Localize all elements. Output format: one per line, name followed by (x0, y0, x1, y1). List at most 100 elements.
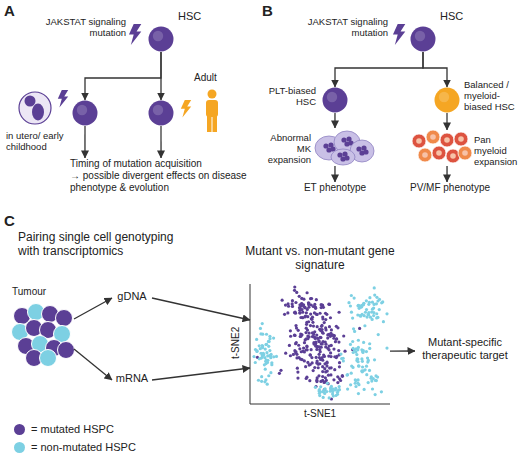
myeloid-cell (458, 146, 472, 160)
scatter-point (323, 321, 326, 324)
scatter-point (357, 392, 360, 395)
scatter-point (312, 341, 315, 344)
scatter-point (353, 297, 356, 300)
panel-heading: Pairing single cell genotyping with tran… (18, 230, 198, 258)
scatter-point (361, 351, 364, 354)
scatter-point (345, 373, 348, 376)
scatter-point (303, 341, 306, 344)
mutated-cell (56, 310, 73, 327)
myeloid-center (444, 137, 450, 143)
scatter-point (380, 390, 383, 393)
scatter-point (264, 368, 267, 371)
phenotype-text: PV/MF phenotype (405, 182, 495, 198)
node-text: Mutant vs. non-mutant gene signature (245, 244, 395, 272)
scatter-point (337, 389, 340, 392)
scatter-point (359, 315, 362, 318)
scatter-point (258, 344, 261, 347)
scatter-point (351, 340, 354, 343)
scatter-points (252, 285, 388, 400)
mutation-note: JAKSTAT signaling mutation (294, 16, 388, 38)
scatter-point (315, 333, 318, 336)
scatter-point (266, 383, 269, 386)
scatter-point (357, 304, 360, 307)
fetus-body (32, 104, 44, 121)
scatter-point (286, 311, 289, 314)
scatter-point (315, 298, 318, 301)
node-text: in utero/ early childhood (6, 130, 78, 152)
scatter-point (299, 332, 302, 335)
connector-arrow (74, 349, 112, 380)
scatter-point (367, 359, 370, 362)
cell-circle (149, 101, 174, 126)
scatter-point (308, 331, 311, 334)
scatter-point (267, 345, 270, 348)
scatter-point (297, 329, 300, 332)
scatter-point (346, 373, 349, 376)
scatter-point (330, 344, 333, 347)
scatter-point (279, 369, 282, 372)
scatter-point (310, 318, 313, 321)
scatter-point (315, 348, 318, 351)
scatter-point (357, 339, 360, 342)
scatter-point (254, 361, 257, 364)
myeloid-center (422, 152, 428, 158)
scatter-point (372, 314, 375, 317)
myeloid-art (410, 130, 472, 166)
sample-text: mRNA (112, 372, 152, 388)
tumour-cluster: Tumour (12, 304, 74, 364)
hsc-circle: HSC (148, 26, 174, 52)
connector-arrow (423, 52, 447, 87)
scatter-point (366, 313, 369, 316)
scatter-point (371, 308, 374, 311)
scatter-point (362, 369, 365, 372)
person-leg (213, 116, 218, 132)
scatter-point (293, 311, 296, 314)
scatter-point (319, 385, 322, 388)
scatter-point (306, 348, 309, 351)
scatter-point (308, 379, 311, 382)
scatter-point (371, 387, 374, 390)
scatter-point (329, 373, 332, 376)
mutated-cell (58, 342, 75, 359)
hsc-circle: HSC (410, 26, 436, 52)
scatter-point (322, 381, 325, 384)
scatter-point (294, 311, 297, 314)
node-text: HSC (440, 10, 480, 23)
nucleus-lobe (363, 149, 368, 154)
scatter-point (306, 308, 309, 311)
scatter-point (269, 371, 272, 374)
scatter-point (339, 352, 342, 355)
scatter-point (326, 382, 329, 385)
womb-outline (19, 92, 51, 124)
scatter-point (326, 336, 329, 339)
scatter-point (385, 347, 388, 350)
cell-highlight (153, 105, 163, 115)
scatter-point (350, 372, 353, 375)
panel-letter: C (4, 212, 24, 230)
scatter-point (299, 358, 302, 361)
mk-art (315, 128, 375, 166)
scatter-point (362, 341, 365, 344)
legend-text: = non-mutated HSPC (31, 441, 136, 454)
scatter-point (304, 331, 307, 334)
scatter-point (309, 353, 312, 356)
scatter-point (368, 342, 371, 345)
scatter-point (309, 324, 312, 327)
scatter-point (305, 291, 308, 294)
cell-highlight (415, 31, 425, 41)
scatter-point (361, 365, 364, 368)
legend-text: = mutated HSPC (31, 423, 114, 436)
cell-highlight (439, 92, 449, 102)
scatter-point (283, 313, 286, 316)
scatter-point (323, 355, 326, 358)
hsc-circle: in utero/ early childhood (72, 100, 98, 126)
scatter-point (298, 347, 301, 350)
scatter-point (333, 355, 336, 358)
plot-axes (250, 284, 390, 404)
scatter-point (302, 298, 305, 301)
non-mutated-cell (40, 350, 57, 367)
scatter-point (320, 325, 323, 328)
scatter-point (309, 363, 312, 366)
scatter-point (322, 396, 325, 399)
scatter-point (318, 312, 321, 315)
